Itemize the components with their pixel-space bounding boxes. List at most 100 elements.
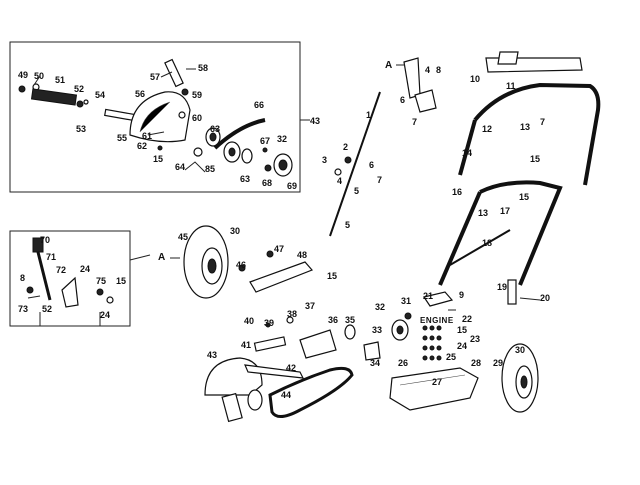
callout: 15 xyxy=(327,271,337,281)
callout: 43 xyxy=(207,350,217,360)
callout: 62 xyxy=(137,141,147,151)
callout: 75 xyxy=(96,276,106,286)
callout: 6 xyxy=(400,95,405,105)
callout: 63 xyxy=(210,124,220,134)
callout: 51 xyxy=(55,75,65,85)
front-wheel xyxy=(183,225,229,299)
callout: 47 xyxy=(274,244,284,254)
callout: 59 xyxy=(192,90,202,100)
callout: 31 xyxy=(401,296,411,306)
callout: 19 xyxy=(497,282,507,292)
callout: 35 xyxy=(345,315,355,325)
callout: 60 xyxy=(192,113,202,123)
callout: 73 xyxy=(18,304,28,314)
callout: 39 xyxy=(264,318,274,328)
callout: 14 xyxy=(462,148,472,158)
callout: 40 xyxy=(244,316,254,326)
callout: 38 xyxy=(287,309,297,319)
rear-wheel xyxy=(501,343,539,413)
callout: 22 xyxy=(462,314,472,324)
callout: 24 xyxy=(80,264,90,274)
callout: A xyxy=(158,252,165,263)
callout: 67 xyxy=(260,136,270,146)
inset-left-ref: 24 xyxy=(100,310,110,320)
callout: 15 xyxy=(457,325,467,335)
engine-pulley xyxy=(391,312,412,341)
callout: 8 xyxy=(436,65,441,75)
callout: 42 xyxy=(286,363,296,373)
callout: 16 xyxy=(452,187,462,197)
callout: 18 xyxy=(482,238,492,248)
inset-top-parts xyxy=(18,58,293,177)
callout: 13 xyxy=(478,208,488,218)
callout: 6 xyxy=(369,160,374,170)
callout: 1 xyxy=(366,110,371,120)
callout: 5 xyxy=(345,220,350,230)
hardware-stack xyxy=(422,325,442,361)
callout: 52 xyxy=(74,84,84,94)
callout: 34 xyxy=(370,358,380,368)
callout: 10 xyxy=(470,74,480,84)
inset-left-parts xyxy=(26,237,114,308)
callout: 71 xyxy=(46,252,56,262)
leader-lines xyxy=(33,64,456,311)
callout: 32 xyxy=(277,134,287,144)
engine-label: ENGINE xyxy=(420,316,454,325)
callout: 26 xyxy=(398,358,408,368)
callout: 8 xyxy=(20,273,25,283)
callout: 53 xyxy=(76,124,86,134)
callout: 66 xyxy=(254,100,264,110)
callout: A xyxy=(385,60,392,71)
callout: 50 xyxy=(34,71,44,81)
inset-box-top: 43 xyxy=(9,41,320,193)
callout: 64 xyxy=(175,162,185,172)
callouts-main: A 4 6 8 7 1 2 5 6 7 3 4 5 10 11 12 13 7 … xyxy=(158,60,550,400)
callouts-inset-left: 70 71 72 24 8 73 52 75 15 xyxy=(18,235,126,314)
callout: 15 xyxy=(519,192,529,202)
callout: 17 xyxy=(500,206,510,216)
callout: 37 xyxy=(305,301,315,311)
callout: 15 xyxy=(530,154,540,164)
callout: 45 xyxy=(178,232,188,242)
callout: 69 xyxy=(287,181,297,191)
callout: 57 xyxy=(150,72,160,82)
callout: 23 xyxy=(470,334,480,344)
callout: 20 xyxy=(540,293,550,303)
deck-plate xyxy=(389,367,479,411)
bracket-42 xyxy=(244,364,305,379)
wheel-bracket xyxy=(238,250,314,293)
callout: 46 xyxy=(236,260,246,270)
callout: 32 xyxy=(375,302,385,312)
callout: 3 xyxy=(322,155,327,165)
drive-belt xyxy=(268,366,354,418)
callout: 9 xyxy=(459,290,464,300)
callout: 21 xyxy=(423,291,433,301)
callout: 36 xyxy=(328,315,338,325)
callout: 27 xyxy=(432,377,442,387)
callout: 85 xyxy=(205,164,215,174)
clutch-assembly xyxy=(253,316,381,361)
callout: 72 xyxy=(56,265,66,275)
callout: 4 xyxy=(337,176,342,186)
callout: 49 xyxy=(18,70,28,80)
callout: 68 xyxy=(262,178,272,188)
callout: 15 xyxy=(116,276,126,286)
callout: 70 xyxy=(40,235,50,245)
callout: 56 xyxy=(135,89,145,99)
callout: 15 xyxy=(153,154,163,164)
callout: 25 xyxy=(446,352,456,362)
callout: 12 xyxy=(482,124,492,134)
callout: 7 xyxy=(540,117,545,127)
callout: 7 xyxy=(377,175,382,185)
callout: 7 xyxy=(412,117,417,127)
inset-top-ref: 43 xyxy=(310,116,320,126)
callout: 55 xyxy=(117,133,127,143)
handle-assembly xyxy=(329,51,601,307)
callout: 41 xyxy=(241,340,251,350)
inset-box-left: 24 xyxy=(9,230,151,327)
callout: 61 xyxy=(142,131,152,141)
callouts-inset-top: 49 50 51 52 53 54 55 56 57 58 59 60 61 6… xyxy=(18,63,297,191)
callout: 4 xyxy=(425,65,430,75)
